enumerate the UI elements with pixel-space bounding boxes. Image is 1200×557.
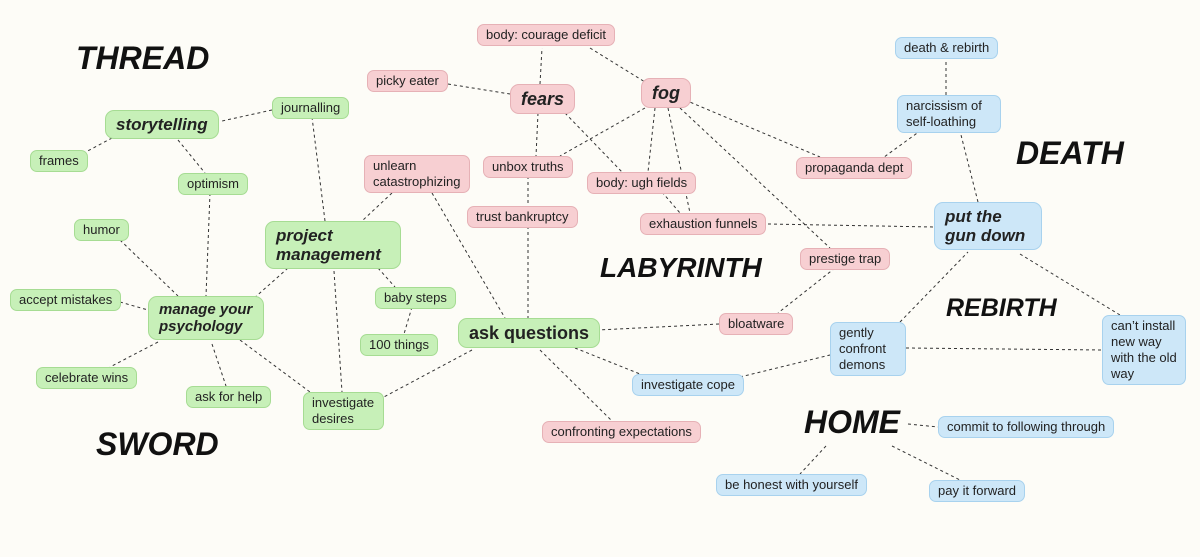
- node-storytelling[interactable]: storytelling: [105, 110, 219, 139]
- heading-rebirth: REBIRTH: [946, 294, 1057, 322]
- node-trust-bankruptcy[interactable]: trust bankruptcy: [467, 206, 578, 228]
- node-cant-install-new-way-with-the-old-way[interactable]: can’t install new way with the old way: [1102, 315, 1186, 385]
- connector-exhaustion-put_gun: [767, 223, 935, 228]
- node-unbox-truths[interactable]: unbox truths: [483, 156, 573, 178]
- node-ask-for-help[interactable]: ask for help: [186, 386, 272, 408]
- connector-investigate_cope-gently: [739, 354, 831, 378]
- heading-sword: SWORD: [96, 426, 219, 462]
- connector-picky_eater-fears: [447, 83, 511, 95]
- connector-accept-manage: [119, 301, 149, 311]
- connector-unlearn-project: [361, 192, 393, 222]
- connector-optimism-manage: [205, 192, 211, 297]
- connector-manage-ask_help: [211, 343, 227, 387]
- node-celebrate-wins[interactable]: celebrate wins: [36, 367, 138, 389]
- connector-ask_questions-confronting: [539, 349, 613, 422]
- connector-fears-body_ugh: [564, 112, 623, 173]
- connector-project-baby_steps: [377, 267, 396, 288]
- connector-body_ugh-exhaustion: [661, 191, 681, 214]
- connector-fears-body_courage: [539, 47, 543, 85]
- connector-fog-body_ugh: [647, 107, 656, 173]
- node-investigate-cope[interactable]: investigate cope: [632, 374, 744, 396]
- node-propaganda-dept[interactable]: propaganda dept: [796, 157, 913, 179]
- node-death-and-rebirth[interactable]: death & rebirth: [895, 37, 999, 59]
- connector-unlearn-ask_questions: [431, 192, 506, 319]
- connector-humor-manage: [119, 239, 179, 297]
- heading-labyrinth: LABYRINTH: [600, 252, 762, 283]
- node-fog[interactable]: fog: [641, 78, 691, 108]
- connector-fog-unbox: [559, 107, 646, 157]
- connector-put_gun-cant_install: [1019, 253, 1121, 316]
- node-picky-eater[interactable]: picky eater: [367, 70, 448, 92]
- connector-home-pay_forward: [891, 445, 961, 481]
- connector-baby_steps-things100: [403, 306, 413, 335]
- connector-ask_questions-investigate_desires: [381, 349, 473, 399]
- connector-project-investigate_desires: [333, 270, 343, 393]
- node-prestige-trap[interactable]: prestige trap: [800, 248, 891, 270]
- connector-body_courage-fog: [589, 47, 646, 83]
- node-confronting-expectations[interactable]: confronting expectations: [542, 421, 701, 443]
- connector-gently-cant_install: [905, 347, 1103, 351]
- connector-prestige-bloatware: [777, 267, 836, 314]
- node-baby-steps[interactable]: baby steps: [375, 287, 456, 309]
- node-journalling[interactable]: journalling: [272, 97, 350, 119]
- node-be-honest-with-yourself[interactable]: be honest with yourself: [716, 474, 867, 496]
- connector-home-commit: [907, 423, 939, 428]
- heading-thread: THREAD: [76, 40, 210, 76]
- node-fears[interactable]: fears: [510, 84, 576, 114]
- node-project-management[interactable]: project management: [265, 221, 401, 269]
- connector-gently-put_gun: [899, 251, 969, 323]
- connector-fears-unbox: [535, 112, 539, 157]
- node-gently-confront-demons[interactable]: gently confront demons: [830, 322, 906, 376]
- connector-storytelling-optimism: [177, 139, 206, 174]
- node-100-things[interactable]: 100 things: [360, 334, 438, 356]
- connector-project-manage: [251, 267, 289, 301]
- connector-ask_questions-investigate_cope: [574, 347, 641, 375]
- connector-project-journalling: [311, 116, 326, 222]
- connector-manage-investigate_desires: [239, 339, 311, 393]
- node-exhaustion-funnels[interactable]: exhaustion funnels: [640, 213, 767, 235]
- node-commit-to-following-through[interactable]: commit to following through: [938, 416, 1115, 438]
- node-put-the-gun-down[interactable]: put the gun down: [934, 202, 1042, 250]
- node-investigate-desires[interactable]: investigate desires: [303, 392, 384, 430]
- node-narcissism-of-self-loathing[interactable]: narcissism of self-loathing: [897, 95, 1001, 133]
- connector-manage-celebrate: [109, 341, 159, 368]
- node-humor[interactable]: humor: [74, 219, 129, 241]
- node-ask-questions[interactable]: ask questions: [458, 318, 601, 348]
- connector-fog-exhaustion: [667, 107, 691, 214]
- connector-bloatware-ask_questions: [597, 323, 720, 331]
- node-body-ugh-fields[interactable]: body: ugh fields: [587, 172, 697, 194]
- connector-journalling-storytelling: [221, 109, 273, 122]
- node-pay-it-forward[interactable]: pay it forward: [929, 480, 1026, 502]
- connector-home-honest: [799, 445, 827, 475]
- node-unlearn-catastrophizing[interactable]: unlearn catastrophizing: [364, 155, 470, 193]
- connector-storytelling-frames: [81, 137, 113, 155]
- connector-fog-propaganda: [684, 99, 821, 158]
- heading-home: HOME: [804, 404, 900, 440]
- node-bloatware[interactable]: bloatware: [719, 313, 794, 335]
- node-body-courage-deficit[interactable]: body: courage deficit: [477, 24, 615, 46]
- node-frames[interactable]: frames: [30, 150, 88, 172]
- node-optimism[interactable]: optimism: [178, 173, 249, 195]
- heading-death: DEATH: [1016, 135, 1124, 171]
- node-manage-your-psychology[interactable]: manage your psychology: [148, 296, 264, 340]
- connector-propaganda-narcissism: [879, 130, 921, 161]
- node-accept-mistakes[interactable]: accept mistakes: [10, 289, 122, 311]
- connector-put_gun-narcissism: [959, 130, 979, 203]
